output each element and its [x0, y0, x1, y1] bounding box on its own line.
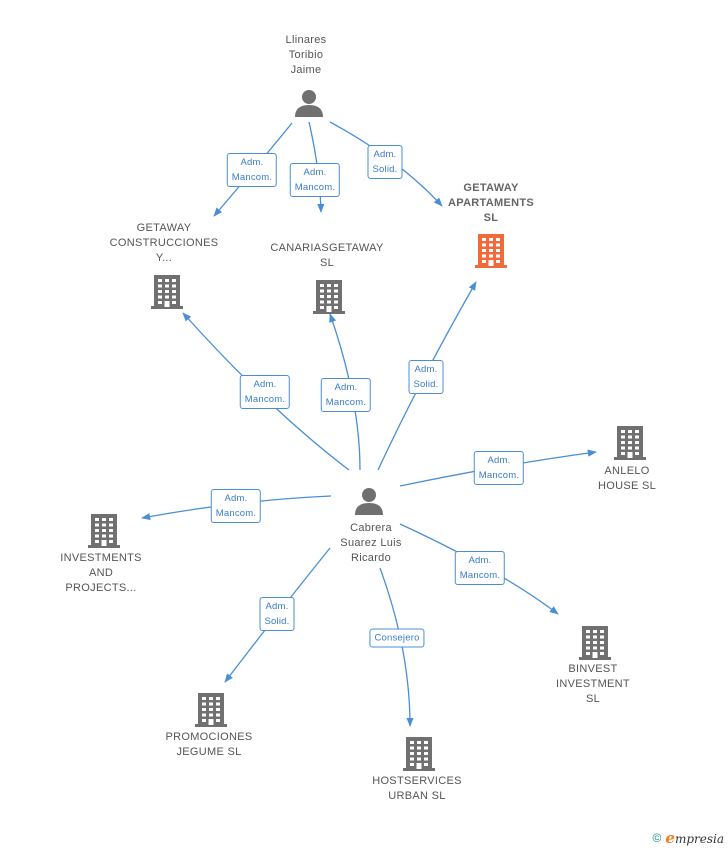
- label-jaime: Llinares Toribio Jaime: [285, 34, 327, 76]
- building-icon-getaway-apartaments[interactable]: [475, 232, 507, 273]
- edge-badge[interactable]: Adm. Solid.: [367, 145, 403, 179]
- label-investments: INVESTMENTS AND PROJECTS...: [60, 552, 142, 594]
- building-icon-promociones[interactable]: [195, 691, 227, 732]
- edge-badge[interactable]: Adm. Mancom.: [289, 163, 341, 197]
- label-hostservices: HOSTSERVICES URBAN SL: [372, 775, 462, 802]
- label-getaway-construcciones: GETAWAY CONSTRUCCIONES Y...: [109, 222, 219, 264]
- building-icon-anlelo[interactable]: [614, 424, 646, 465]
- brand-logo: empresia: [665, 829, 724, 847]
- footer-brand: © empresia: [653, 829, 724, 847]
- label-anlelo: ANLELO HOUSE SL: [597, 465, 657, 492]
- building-icon-investments[interactable]: [88, 512, 120, 553]
- edge-badge[interactable]: Adm. Solid.: [259, 597, 295, 631]
- label-getaway-apartaments: GETAWAY APARTAMENTS SL: [448, 182, 534, 224]
- copyright-icon: ©: [652, 831, 662, 845]
- edge-badge[interactable]: Adm. Mancom.: [226, 153, 278, 187]
- label-binvest: BINVEST INVESTMENT SL: [556, 663, 630, 705]
- label-canariasgetaway: CANARIASGETAWAY SL: [270, 242, 384, 269]
- label-promociones: PROMOCIONES JEGUME SL: [165, 731, 253, 758]
- label-ricardo: Cabrera Suarez Luis Ricardo: [340, 522, 402, 564]
- edge-badge[interactable]: Consejero: [369, 628, 425, 648]
- edge-badge[interactable]: Adm. Mancom.: [320, 378, 372, 412]
- edge-badge[interactable]: Adm. Mancom.: [239, 375, 291, 409]
- building-icon-canariasgetaway[interactable]: [313, 278, 345, 319]
- building-icon-getaway-construcciones[interactable]: [151, 273, 183, 314]
- building-icon-hostservices[interactable]: [403, 735, 435, 776]
- person-icon-ricardo[interactable]: [354, 486, 384, 521]
- person-icon-jaime[interactable]: [294, 88, 324, 123]
- building-icon-binvest[interactable]: [579, 624, 611, 665]
- edge-line: [379, 567, 414, 727]
- edge-badge[interactable]: Adm. Mancom.: [454, 551, 506, 585]
- edge-badge[interactable]: Adm. Mancom.: [210, 489, 262, 523]
- edge-badge[interactable]: Adm. Mancom.: [473, 451, 525, 485]
- edge-badge[interactable]: Adm. Solid.: [408, 360, 444, 394]
